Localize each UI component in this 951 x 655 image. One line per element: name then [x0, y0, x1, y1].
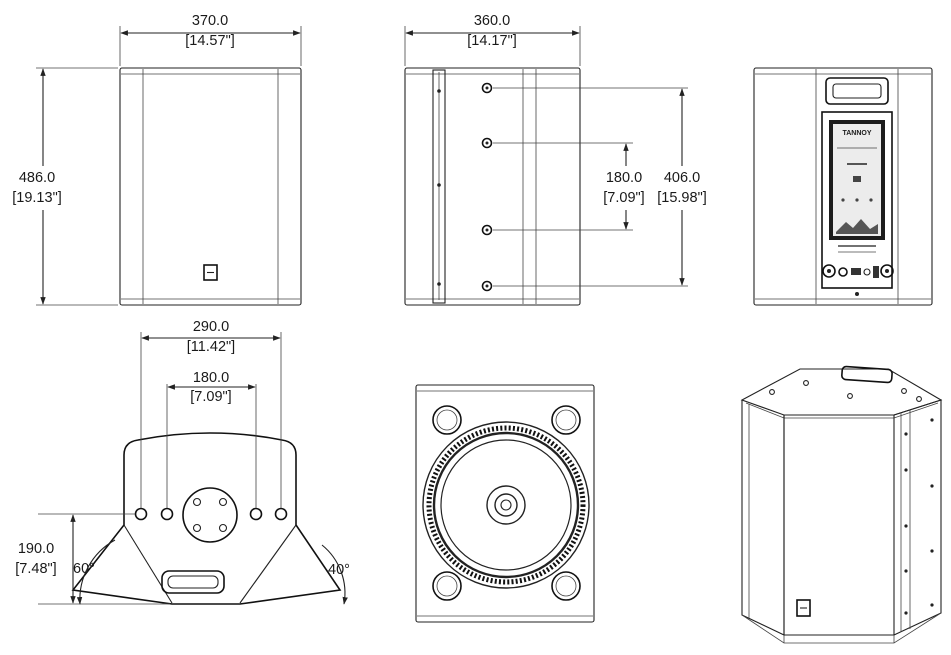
yoke-inner-span-in: [7.09"] [190, 389, 231, 405]
side-inner-spacing-mm: 180.0 [606, 170, 642, 186]
volume-knob-icon [838, 267, 848, 277]
side-mount-point-4 [481, 280, 493, 292]
front-view: 370.0 [14.57"] 486.0 [19.13"] [4, 13, 302, 306]
side-depth-mm: 360.0 [474, 13, 510, 29]
side-mount-point-1 [481, 82, 493, 94]
perspective-view [740, 365, 943, 644]
rear-cabinet-outline [753, 67, 933, 306]
yoke-center-plate [182, 487, 238, 543]
front-width-in: [14.57"] [185, 33, 235, 49]
front-height-mm: 486.0 [19, 170, 55, 186]
front-badge-icon [203, 264, 218, 281]
rear-brand-label: TANNOY [842, 130, 871, 137]
port-bottom-left [432, 571, 462, 601]
yoke-outer-span-mm: 290.0 [193, 319, 229, 335]
side-inner-spacing-in: [7.09"] [603, 190, 644, 206]
yoke-hole-outer-right [274, 507, 288, 521]
yoke-handle-slot [161, 570, 225, 594]
yoke-hole-outer-left [134, 507, 148, 521]
woofer-cabinet-outline [415, 384, 595, 623]
rear-view: TANNOY [753, 67, 933, 306]
yoke-hole-inner-left [160, 507, 174, 521]
yoke-bracket-outline [71, 432, 342, 605]
woofer-view [415, 384, 595, 623]
right-angle-label: 40° [328, 562, 350, 578]
perspective-handle [841, 365, 893, 384]
power-switch-icon [873, 266, 879, 278]
side-view: 360.0 [14.17"] 180.0 [7.09"] 406.0 [15.9… [404, 13, 713, 306]
yoke-height-mm: 190.0 [18, 541, 54, 557]
xlr-input-icon [822, 264, 836, 278]
side-grille-edge [432, 69, 446, 304]
port-bottom-right [551, 571, 581, 601]
rear-handle [825, 77, 889, 105]
right-angle-arc [321, 544, 348, 605]
side-outer-spacing-in: [15.98"] [657, 190, 707, 206]
yoke-view: 290.0 [11.42"] 180.0 [7.09"] 190.0 [7.48… [4, 319, 350, 605]
xlr-output-icon [880, 264, 894, 278]
side-cabinet-outline [404, 67, 581, 306]
side-depth-in: [14.17"] [467, 33, 517, 49]
amp-panel [821, 111, 893, 289]
side-outer-spacing-mm: 406.0 [664, 170, 700, 186]
driver-surround [432, 431, 580, 579]
yoke-inner-span-mm: 180.0 [193, 370, 229, 386]
yoke-height-in: [7.48"] [15, 561, 56, 577]
driver-cone [440, 439, 572, 571]
front-cabinet-outline [119, 67, 302, 306]
driver-dust-cap [486, 485, 526, 525]
port-top-left [432, 405, 462, 435]
left-angle-arc [76, 539, 116, 605]
left-angle-label: 60° [73, 561, 95, 577]
front-width-mm: 370.0 [192, 13, 228, 29]
side-mount-point-3 [481, 224, 493, 236]
front-height-in: [19.13"] [12, 190, 62, 206]
yoke-outer-span-in: [11.42"] [187, 339, 235, 355]
side-mount-point-2 [481, 137, 493, 149]
driver-frame [422, 421, 590, 589]
perspective-badge-icon [796, 599, 811, 617]
switch-icon [851, 268, 861, 275]
port-top-right [551, 405, 581, 435]
yoke-hole-inner-right [249, 507, 263, 521]
